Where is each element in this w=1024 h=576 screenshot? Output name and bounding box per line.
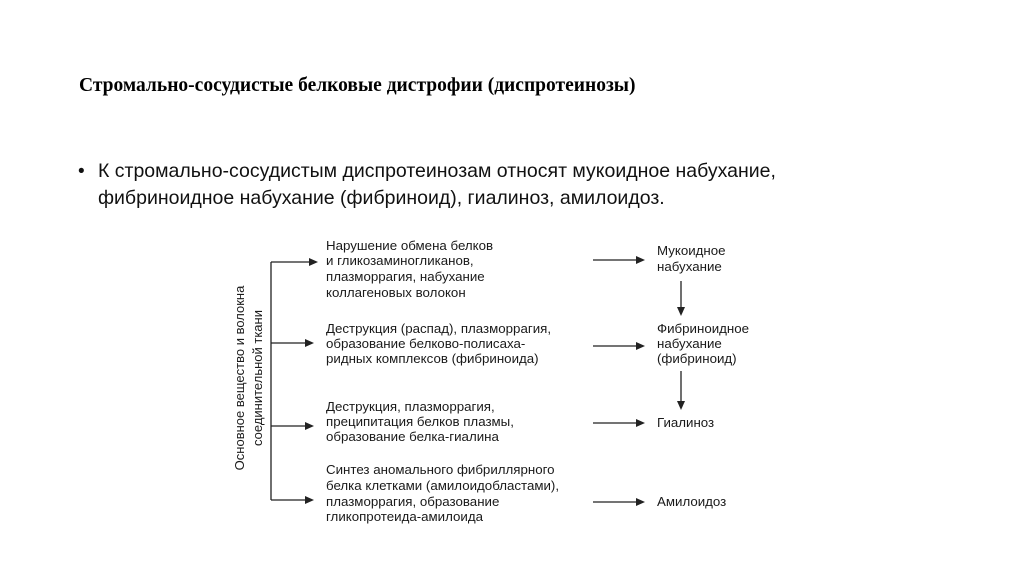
outcome-mucoid-swelling: Мукоидное набухание: [657, 243, 726, 274]
process-1-line-1: Нарушение обмена белков: [326, 238, 493, 253]
bracket-arrow-4: [271, 496, 314, 504]
bullet-line-1: К стромально-сосудистым диспротеинозам о…: [98, 160, 776, 182]
outcome-amyloidosis: Амилоидоз: [657, 494, 726, 509]
bullet-dot-icon: •: [78, 161, 85, 182]
process-4-line-1: Синтез аномального фибриллярного: [326, 462, 555, 477]
vertical-label-line-1: Основное вещество и волокна: [232, 285, 247, 470]
process-block-2: Деструкция (распад), плазморрагия, образ…: [326, 321, 551, 366]
process-3-line-2: преципитация белков плазмы,: [326, 414, 514, 429]
outcome-4-line-1: Амилоидоз: [657, 494, 726, 509]
bullet-item: • К стромально-сосудистым диспротеинозам…: [78, 158, 958, 212]
process-3-line-3: образование белка-гиалина: [326, 429, 499, 444]
outcome-hyalinosis: Гиалиноз: [657, 415, 714, 430]
bracket-arrow-2: [271, 339, 314, 347]
slide-title: Стромально-сосудистые белковые дистрофии…: [79, 75, 636, 96]
vertical-label-line-2: соединительной ткани: [250, 310, 265, 446]
outcome-arrow-4: [593, 498, 645, 506]
outcome-arrow-1: [593, 256, 645, 264]
outcome-fibrinoid-swelling: Фибриноидное набухание (фибриноид): [657, 321, 749, 366]
process-4-line-2: белка клетками (амилоидобластами),: [326, 478, 559, 493]
process-1-line-3: плазморрагия, набухание: [326, 269, 485, 284]
process-2-line-3: ридных комплексов (фибриноида): [326, 351, 539, 366]
vertical-arrow-2: [677, 371, 685, 410]
outcome-1-line-1: Мукоидное: [657, 243, 726, 258]
process-1-line-4: коллагеновых волокон: [326, 285, 466, 300]
outcome-2-line-2: набухание: [657, 336, 722, 351]
bullet-line-2: фибриноидное набухание (фибриноид), гиал…: [98, 187, 665, 209]
outcome-2-line-1: Фибриноидное: [657, 321, 749, 336]
process-3-line-1: Деструкция, плазморрагия,: [326, 399, 495, 414]
process-2-line-2: образование белково-полисаха-: [326, 336, 525, 351]
process-4-line-3: плазморрагия, образование: [326, 494, 499, 509]
outcome-2-line-3: (фибриноид): [657, 351, 737, 366]
bracket-arrow-1: [271, 258, 318, 266]
process-block-4: Синтез аномального фибриллярного белка к…: [326, 462, 559, 524]
outcome-arrow-2: [593, 342, 645, 350]
vertical-arrow-1: [677, 281, 685, 316]
process-2-line-1: Деструкция (распад), плазморрагия,: [326, 321, 551, 336]
process-4-line-4: гликопротеида-амилоида: [326, 509, 484, 524]
process-block-3: Деструкция, плазморрагия, преципитация б…: [326, 399, 514, 444]
process-1-line-2: и гликозаминогликанов,: [326, 253, 474, 268]
outcome-3-line-1: Гиалиноз: [657, 415, 714, 430]
process-block-1: Нарушение обмена белков и гликозаминогли…: [326, 238, 493, 300]
bracket-arrow-3: [271, 422, 314, 430]
outcome-arrow-3: [593, 419, 645, 427]
outcome-1-line-2: набухание: [657, 259, 722, 274]
